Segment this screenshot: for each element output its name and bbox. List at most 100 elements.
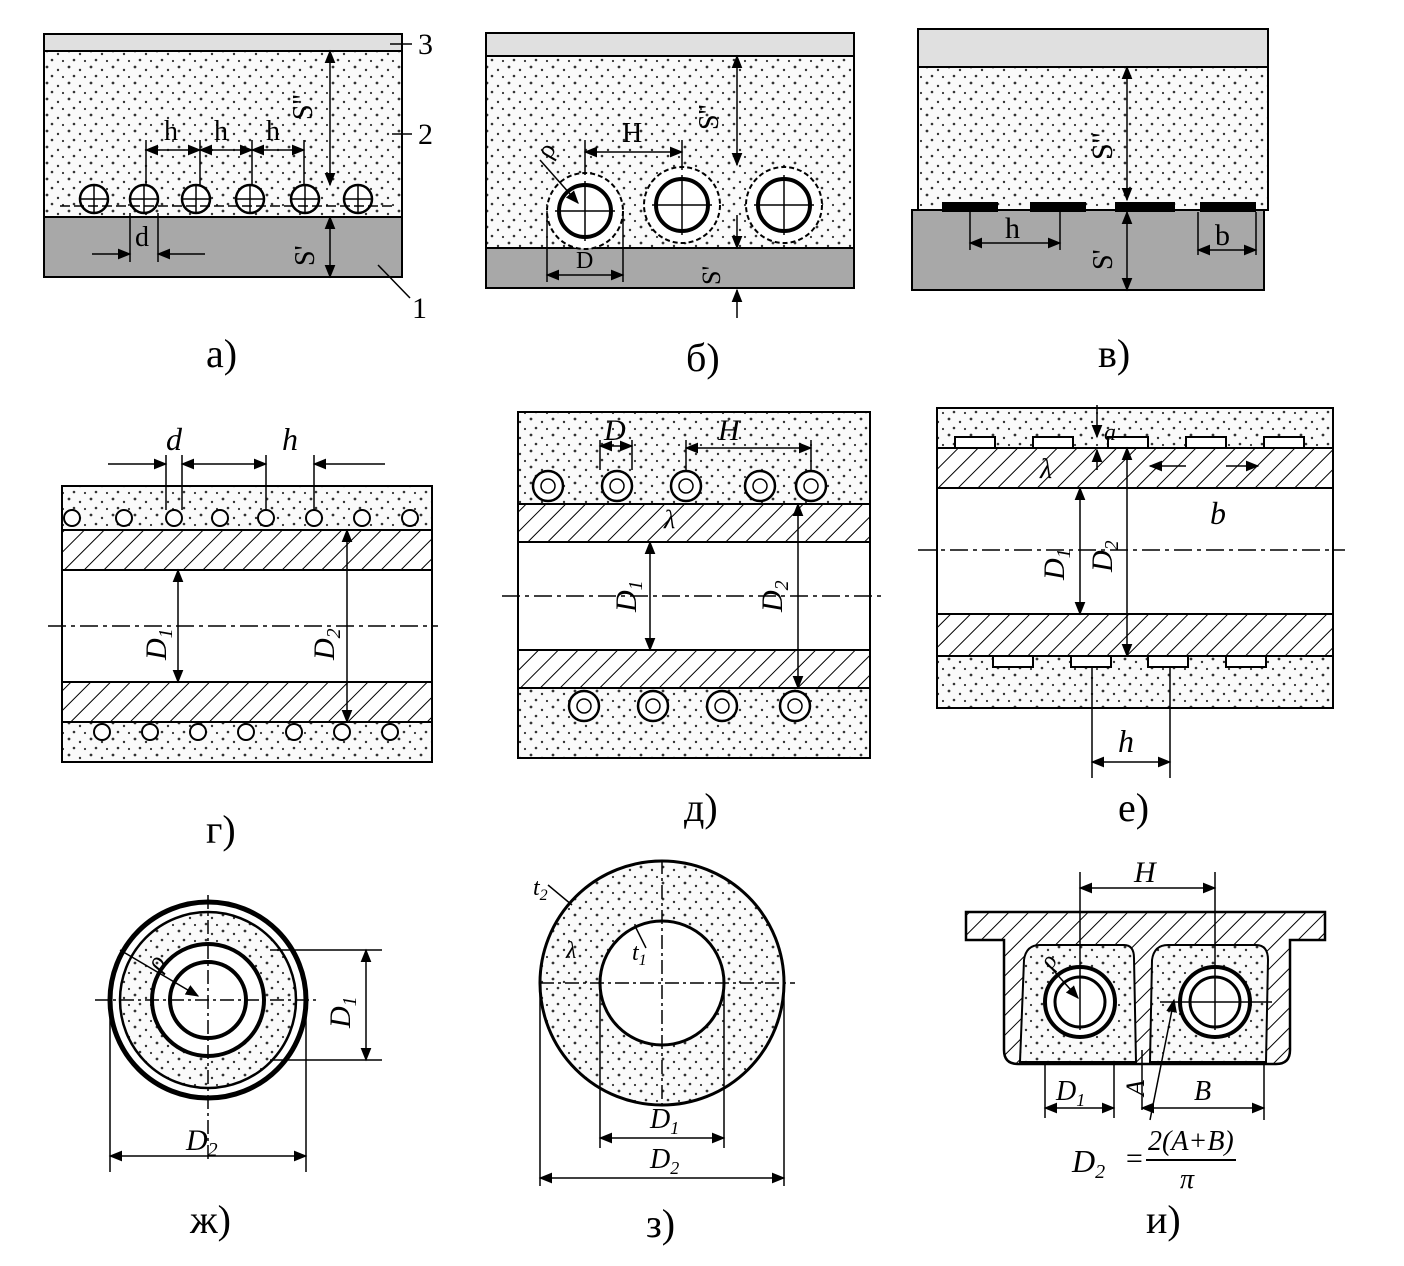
strip-row	[954, 436, 1305, 668]
label-H: H	[1133, 856, 1158, 889]
panel-d: D H λ D1 D2	[502, 411, 882, 759]
strip	[1115, 202, 1175, 212]
caption-i: и)	[1146, 1197, 1181, 1242]
formula-denominator: π	[1180, 1164, 1195, 1195]
wire	[237, 723, 255, 741]
cover-layer	[43, 33, 403, 52]
caption-zh: ж)	[190, 1197, 231, 1242]
wire	[333, 723, 351, 741]
label-D: D	[576, 248, 593, 274]
pipe	[600, 469, 634, 503]
label-s-prime: S'	[697, 266, 726, 285]
strip-row	[942, 202, 1256, 212]
wire	[381, 723, 399, 741]
label-H: H	[622, 118, 642, 149]
label-1: 1	[412, 292, 427, 325]
label-b: b	[1215, 219, 1230, 252]
label-t1: t1	[632, 940, 647, 969]
strip	[1030, 202, 1086, 212]
panel-e: a λ b D1 D2 h	[918, 405, 1345, 778]
pipe-row	[546, 166, 823, 250]
panel-v: h b S'' S'	[911, 28, 1269, 292]
strip	[954, 436, 996, 449]
strip	[1032, 436, 1074, 449]
strip	[1200, 202, 1256, 212]
label-s-double-prime: S''	[288, 94, 319, 120]
strip	[992, 655, 1034, 668]
caption-d: д)	[684, 785, 718, 830]
caption-v: в)	[1098, 331, 1131, 376]
formula-eq: =	[1124, 1142, 1144, 1175]
panel-a: h h h d S'' S' 3 2 1	[43, 28, 433, 325]
cover-layer	[485, 32, 855, 57]
pipe	[567, 689, 601, 723]
pipe	[778, 689, 812, 723]
pipe	[531, 469, 565, 503]
wire	[63, 509, 81, 527]
label-3: 3	[418, 28, 433, 61]
base-layer	[485, 247, 855, 289]
label-lambda: λ	[663, 505, 675, 534]
formula-numerator: 2(A+B)	[1148, 1126, 1234, 1157]
label-d: d	[135, 222, 149, 253]
caption-z: з)	[646, 1201, 676, 1246]
pipe-wall-bottom	[517, 649, 871, 689]
label-lambda: λ	[565, 938, 576, 964]
pipe-wall-bottom	[936, 613, 1334, 657]
wire	[165, 509, 183, 527]
label-D2: D2	[756, 580, 793, 613]
pipe-wall-top	[517, 503, 871, 543]
wire	[211, 509, 229, 527]
wire	[285, 723, 303, 741]
pipe	[636, 689, 670, 723]
label-D2: D2	[1086, 540, 1123, 573]
base-layer	[43, 216, 403, 278]
strip	[1185, 436, 1227, 449]
panel-i: H ρ D1 A B D2 = 2(A+B) π	[964, 856, 1327, 1195]
wire	[115, 509, 133, 527]
strip	[1147, 655, 1189, 668]
label-d: d	[166, 421, 183, 457]
wire	[353, 509, 371, 527]
label-A: A	[1121, 1080, 1150, 1098]
wire	[401, 509, 419, 527]
label-D1: D1	[1038, 548, 1075, 581]
label-D1: D1	[324, 996, 361, 1029]
label-s-double-prime: S''	[1086, 133, 1119, 161]
formula-lhs: D2	[1071, 1143, 1105, 1183]
label-lambda: λ	[1039, 454, 1052, 485]
caption-a: а)	[206, 331, 238, 376]
wire-row	[63, 509, 419, 741]
label-D1: D1	[649, 1104, 679, 1138]
panel-z: t2 t1 λ D1 D2	[533, 859, 795, 1186]
label-t2: t2	[533, 875, 548, 904]
caption-b: б)	[686, 335, 720, 380]
label-D1: D1	[1055, 1076, 1085, 1110]
strip	[1225, 655, 1267, 668]
label-h: h	[1118, 723, 1134, 759]
pipe-wall-top	[936, 447, 1334, 489]
caption-g: г)	[206, 807, 236, 852]
strip	[942, 202, 998, 212]
wire	[257, 509, 275, 527]
label-h: h	[282, 421, 298, 457]
label-H: H	[717, 414, 742, 447]
label-D1: D1	[140, 628, 177, 661]
label-b: b	[1210, 495, 1226, 531]
caption-e: е)	[1118, 785, 1150, 830]
label-D1: D1	[610, 580, 647, 613]
label-a: a	[1104, 420, 1116, 446]
formula-d2: D2 = 2(A+B) π	[1071, 1126, 1236, 1195]
panel-b: ρ H D S'' S'	[485, 32, 855, 318]
pipe-bore	[936, 487, 1334, 615]
label-s-prime: S'	[290, 245, 321, 266]
label-s-prime: S'	[1088, 249, 1119, 270]
label-B: B	[1194, 1076, 1211, 1107]
wire	[141, 723, 159, 741]
pipe	[743, 469, 777, 503]
pipe	[669, 469, 703, 503]
wire	[189, 723, 207, 741]
label-2: 2	[418, 118, 433, 151]
pipe-wall-top	[61, 529, 433, 571]
